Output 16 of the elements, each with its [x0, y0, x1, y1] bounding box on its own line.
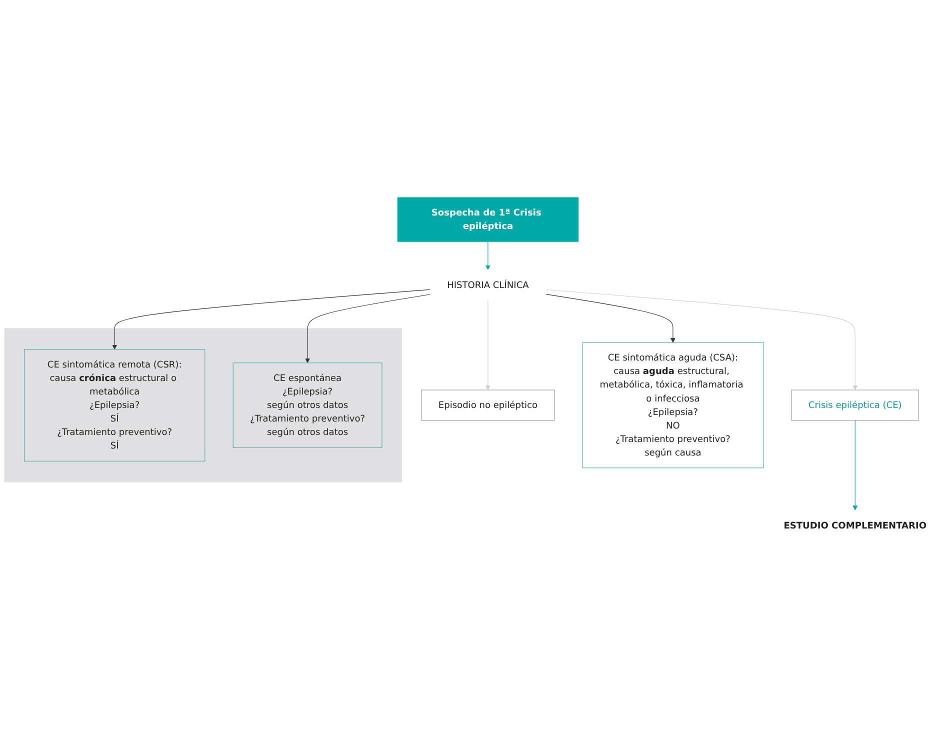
cluster	[4, 328, 402, 483]
arrow	[545, 294, 676, 344]
arrow	[852, 420, 858, 511]
node-text: ESTUDIO COMPLEMENTARIO	[784, 520, 927, 531]
node-box: Crisis epiléptica (CE)	[791, 390, 920, 422]
arrow	[305, 294, 430, 364]
node-text: HISTORIA CLÍNICA	[447, 280, 529, 290]
node-box: CE sintomática remota (CSR): causa crónica estructural o metabólica ¿Epilepsia? SÍ ¿Tratamiento preventivo? SÍ	[24, 349, 206, 462]
arrow	[545, 290, 858, 391]
arrow	[112, 290, 430, 350]
node-box: CE espontánea ¿Epilepsia? según otros datos ¿Tratamiento preventivo? según otros datos	[232, 363, 382, 448]
node-box: Sospecha de 1ª Crisis epiléptica	[397, 198, 579, 242]
arrow	[485, 300, 490, 391]
arrow	[485, 242, 490, 270]
node-box: Episodio no epiléptico	[421, 390, 555, 422]
node-box: CE sintomática aguda (CSA): causa aguda estructural, metabólica, tóxica, inflamatoria o infecciosa ¿Epilepsia? NO ¿Tratamiento preventivo? según causa	[582, 342, 764, 469]
